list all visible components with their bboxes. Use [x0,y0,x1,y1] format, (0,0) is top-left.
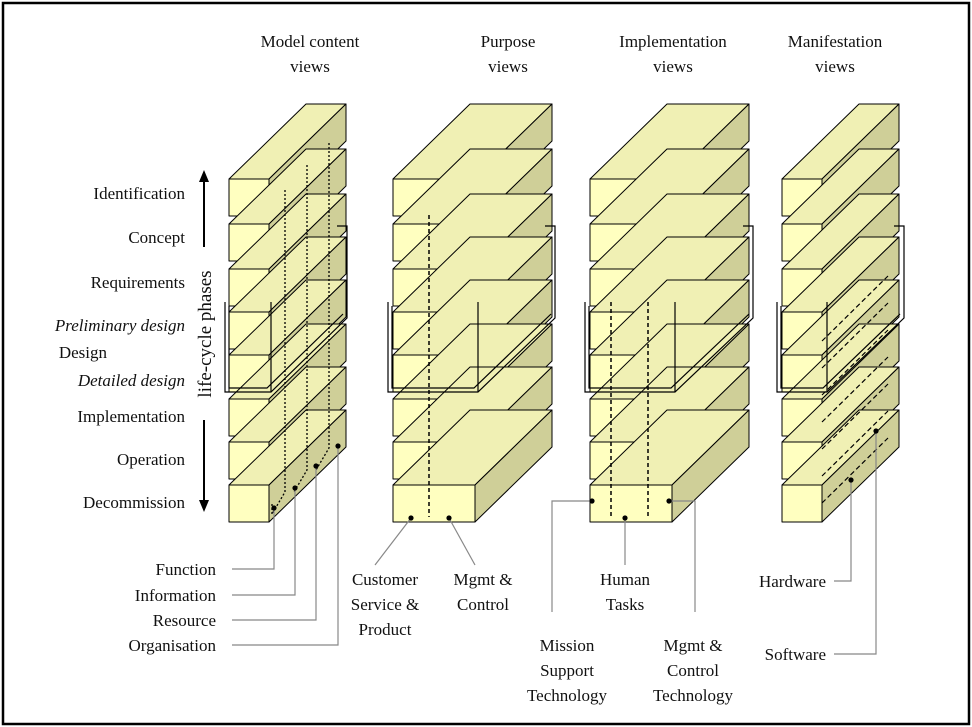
label-mission-line1: Mission [540,636,595,655]
bottom-labels: Function Information Resource Organisati… [128,560,826,705]
column-headers: Model content views Purpose views Implem… [261,32,883,76]
leader-lines [232,431,877,655]
label-organisation: Organisation [128,636,216,655]
purpose-views-stack [392,103,553,523]
label-mission-line3: Technology [527,686,608,705]
label-purpose-mgmt-line2: Control [457,595,509,614]
label-human-tasks-line1: Human [600,570,651,589]
header-purpose-line2: views [488,57,528,76]
label-software: Software [765,645,826,664]
label-hardware: Hardware [759,572,826,591]
label-mission-line2: Support [540,661,594,680]
phase-concept: Concept [128,228,185,247]
header-implementation-line1: Implementation [619,32,727,51]
label-function: Function [156,560,217,579]
purpose-block [392,409,553,523]
label-customer-line3: Product [359,620,412,639]
block-front-face [228,484,270,523]
design-highlight-model [224,225,348,393]
leader-dots [271,428,879,521]
label-customer-line2: Service & [351,595,419,614]
header-model-line1: Model content [261,32,360,51]
label-impl-mgmt-line1: Mgmt & [663,636,722,655]
phase-operation: Operation [117,450,185,469]
phase-detailed-design: Detailed design [77,371,185,390]
header-manifestation-line1: Manifestation [788,32,883,51]
life-cycle-axis: life-cycle phases [195,170,216,512]
block-front-face [392,484,476,523]
axis-label: life-cycle phases [195,270,216,397]
implementation-views-stack [589,103,750,523]
label-resource: Resource [153,611,216,630]
phase-design: Design [59,343,108,362]
phase-identification: Identification [93,184,185,203]
label-human-tasks-line2: Tasks [606,595,644,614]
label-impl-mgmt-line2: Control [667,661,719,680]
axis-arrow-down-icon [199,500,209,512]
header-manifestation-line2: views [815,57,855,76]
design-highlight-purpose [387,225,556,393]
model-content-views-stack [228,103,347,523]
block-front-face [781,484,823,523]
label-impl-mgmt-line3: Technology [653,686,734,705]
axis-arrow-up-icon [199,170,209,182]
label-information: Information [135,586,217,605]
design-highlight-implementation [584,225,754,393]
header-model-line2: views [290,57,330,76]
block-front-face [589,484,673,523]
phase-preliminary-design: Preliminary design [54,316,185,335]
phase-implementation: Implementation [77,407,185,426]
phase-labels: Identification Concept Requirements Prel… [54,184,186,512]
phase-requirements: Requirements [91,273,185,292]
phase-decommission: Decommission [83,493,185,512]
label-purpose-mgmt-line1: Mgmt & [453,570,512,589]
implementation-subdivisions [610,302,649,517]
header-purpose-line1: Purpose [481,32,536,51]
manifestation-views-stack [781,103,900,523]
design-phase-highlights [224,225,905,393]
design-highlight-manifestation [776,225,905,393]
header-implementation-line2: views [653,57,693,76]
label-customer-line1: Customer [352,570,418,589]
